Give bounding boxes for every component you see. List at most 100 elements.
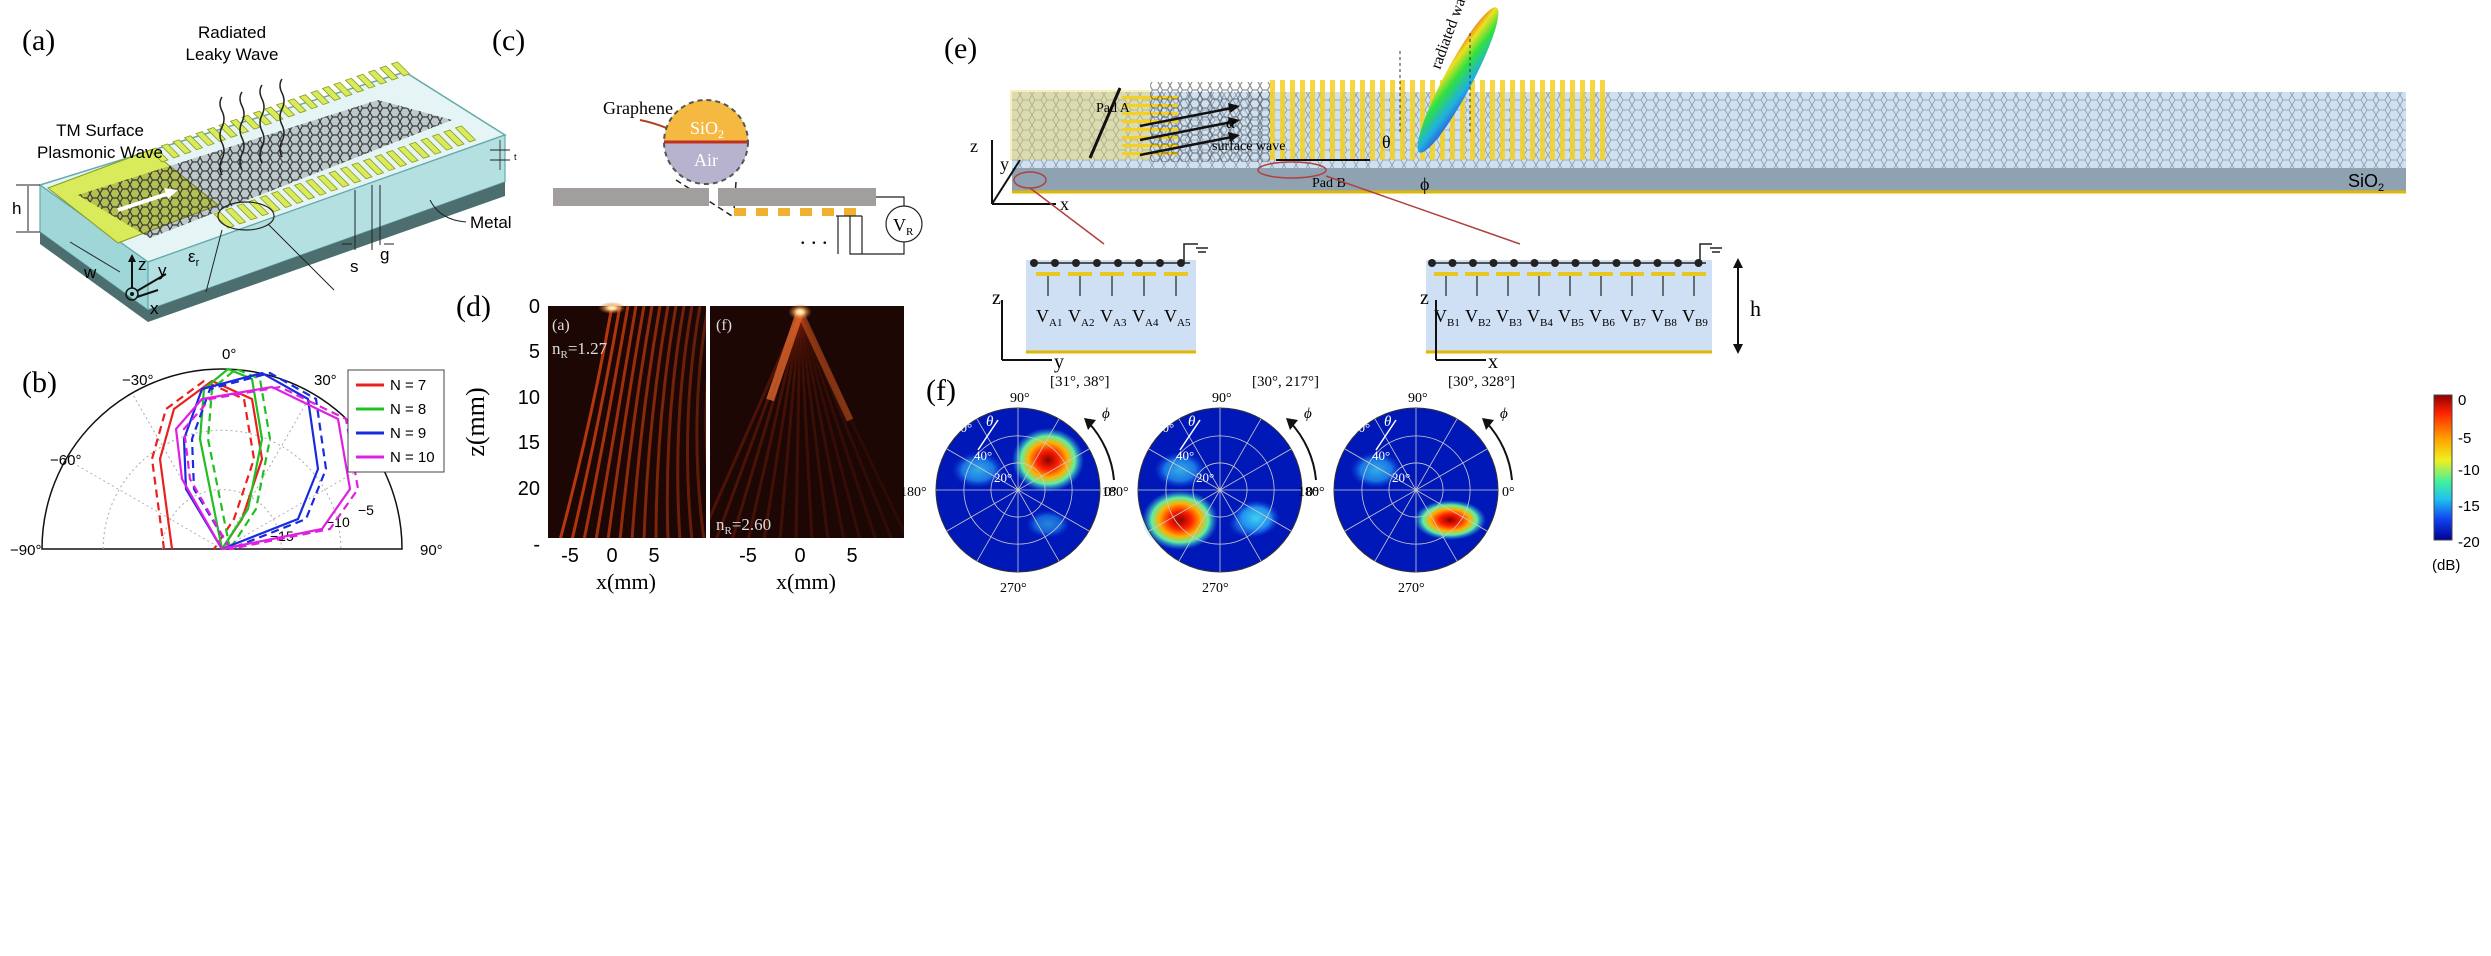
field-ray [798, 311, 862, 538]
field-ray [558, 306, 614, 538]
x-tick-label: 5 [846, 545, 857, 567]
x-tick-label: -5 [561, 545, 579, 567]
x-tick-label: 5 [648, 545, 659, 567]
field-ray [665, 306, 686, 538]
panel-c-label: (c) [492, 24, 525, 57]
phi-label: ϕ [1304, 406, 1312, 422]
pad-b-finger [1350, 80, 1355, 160]
phi-arrowhead [1286, 418, 1298, 430]
angle-0: 0° [1104, 485, 1117, 500]
grating-strip [287, 98, 307, 114]
atom [1674, 259, 1682, 267]
electrode-bar [1589, 272, 1613, 276]
n2-label: nR=2.60 [716, 515, 771, 537]
legend-label: N = 7 [390, 377, 426, 394]
radiated-beam [1417, 7, 1499, 153]
axis-e-y: y [1000, 154, 1009, 174]
grating-bottom [213, 125, 477, 229]
dim-t: t [514, 152, 517, 162]
grating-strip [229, 118, 250, 134]
panel-d-label: (d) [456, 290, 491, 323]
ring-60: 60° [1352, 420, 1370, 435]
polar-angle-label: −90° [10, 542, 41, 559]
inset-a-y: y [1054, 351, 1064, 373]
surface-wave-label: surface wave [1212, 139, 1285, 154]
field-ray [642, 306, 670, 538]
theta-label: θ [1188, 414, 1196, 430]
hot-lobe [1142, 490, 1218, 550]
atom [1653, 259, 1662, 267]
pad-b-electrodes [1270, 80, 1605, 160]
axis-a-z: z [138, 255, 147, 274]
grating-strip [270, 191, 293, 208]
waveguide-left [553, 188, 709, 206]
field-ray [798, 311, 846, 538]
pad-b-finger [1580, 80, 1585, 160]
atom [1633, 259, 1641, 267]
ring-20: 20° [1392, 470, 1410, 485]
grating-strip [362, 158, 385, 176]
grating-strip [367, 69, 388, 85]
grating-strip [282, 186, 304, 204]
panel-b: (b) 0°−30°30°−60°60°−90°90°−5−10−15 N = … [10, 346, 445, 559]
y-tick-label: - [533, 534, 540, 556]
electrode-bar [1651, 272, 1675, 276]
grating-strip [183, 135, 204, 151]
series-lobe [158, 379, 264, 550]
pad-b-finger [1550, 80, 1555, 160]
grating-strip [275, 102, 296, 118]
beam-direction-title: [30°, 217°] [1252, 374, 1319, 390]
ground-symbol [1699, 243, 1722, 263]
grating-strip [454, 125, 477, 143]
atom [1114, 259, 1122, 267]
atom [1489, 259, 1498, 267]
field-ray [746, 311, 802, 538]
panel-a-label: (a) [22, 24, 55, 57]
sio2-region [664, 100, 748, 142]
pad-b-finger [1520, 80, 1525, 160]
angle-180: 180° [900, 485, 927, 500]
dim-h-e: h [1750, 296, 1761, 321]
slab-front [1012, 168, 2406, 192]
pad-b-finger [1410, 80, 1415, 160]
pad-b-finger [1570, 80, 1575, 160]
field-ray [618, 306, 654, 538]
ground-symbol [1183, 243, 1208, 263]
x-tick-label: -5 [739, 545, 757, 567]
atom [1571, 259, 1580, 267]
hot-lobe [1012, 428, 1084, 492]
phi-arrowhead [1084, 418, 1096, 430]
pad-b-finger [1510, 80, 1515, 160]
field-ray [798, 311, 830, 538]
ring-60: 60° [1156, 420, 1174, 435]
phi-label: ϕ [1420, 174, 1429, 194]
tm-label-1: TM Surface [56, 121, 144, 140]
field-ray [654, 306, 678, 538]
grating-strip [316, 174, 339, 192]
ring-20: 20° [994, 470, 1012, 485]
ellipsis: . . . [800, 224, 828, 249]
grating-strip [431, 133, 454, 151]
series-lobe [150, 379, 256, 550]
grating-strip [264, 106, 284, 122]
panel-e: (e) α surface wave radiated wave θ ϕ Pad… [944, 0, 2406, 373]
field-ray [630, 306, 662, 538]
grating-strip [408, 141, 431, 159]
sub-a-label: (a) [552, 317, 570, 334]
series-lobe [182, 385, 360, 551]
atom [1051, 259, 1059, 267]
legend-label: N = 10 [390, 449, 435, 466]
atom [1469, 259, 1477, 267]
phi-arrow [1087, 421, 1115, 481]
electrode-bar [1434, 272, 1458, 276]
metal-label: Metal [470, 213, 512, 232]
grating-strip [160, 143, 181, 159]
inset-a-z: z [992, 287, 1001, 309]
angle-90: 90° [1212, 391, 1232, 406]
field-ray [778, 311, 802, 538]
angle-270: 270° [1000, 581, 1027, 596]
axis-e-z: z [970, 136, 978, 156]
y-tick-label: 5 [529, 341, 540, 363]
sio2-label: SiO2 [690, 118, 724, 141]
grating-top [149, 61, 411, 163]
